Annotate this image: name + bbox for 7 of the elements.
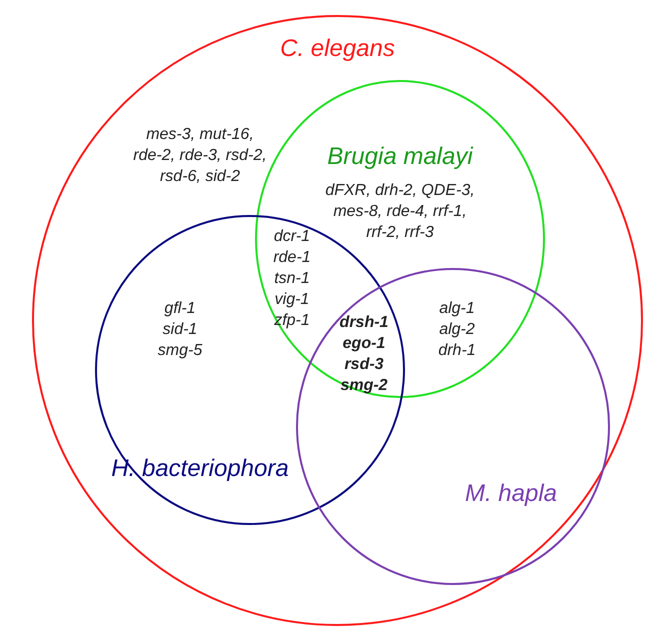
gene-list: dFXR, drh-2, QDE-3, mes-8, rde-4, rrf-1, rrf-2, rrf-3 (325, 180, 475, 243)
set-title: C. elegans (279, 35, 396, 63)
set-title: H. bacteriophora (110, 455, 290, 483)
gene-list: mes-3, mut-16, rde-2, rde-3, rsd-2, rsd-6, sid-2 (133, 124, 267, 187)
gene-list: gfl-1 sid-1 smg-5 (158, 298, 202, 361)
set-title: M. hapla (464, 480, 558, 508)
gene-list: alg-1 alg-2 drh-1 (438, 298, 476, 361)
